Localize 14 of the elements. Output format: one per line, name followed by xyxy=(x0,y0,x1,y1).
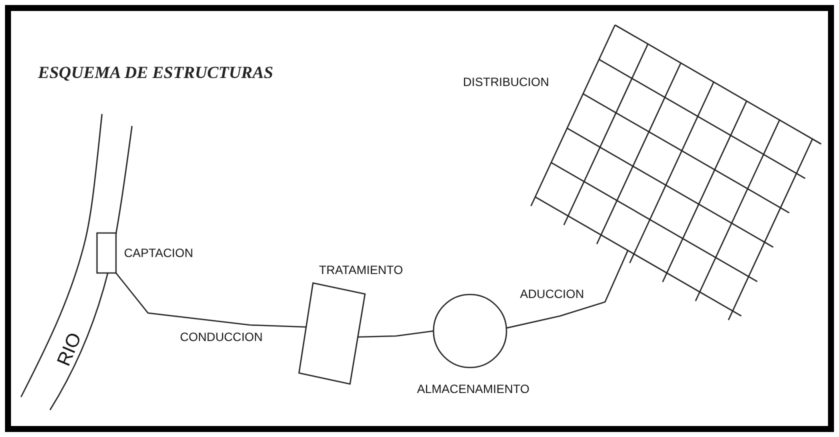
structure-label: ALMACENAMIENTO xyxy=(417,383,530,395)
edge-label: ADUCCION xyxy=(520,288,584,300)
river-label: RIO xyxy=(54,330,86,369)
structure-label: DISTRIBUCION xyxy=(463,76,550,88)
pipe-line xyxy=(116,272,306,328)
structure-label: TRATAMIENTO xyxy=(319,264,403,276)
pipe-line xyxy=(358,330,434,338)
pipe-line xyxy=(506,250,628,329)
intake-box xyxy=(96,232,117,274)
structure-label: CAPTACION xyxy=(124,247,194,259)
diagram-title: ESQUEMA DE ESTRUCTURAS xyxy=(38,64,274,81)
edge-label: CONDUCCION xyxy=(180,331,263,343)
storage-circle xyxy=(433,293,507,369)
treatment-box xyxy=(297,281,367,386)
